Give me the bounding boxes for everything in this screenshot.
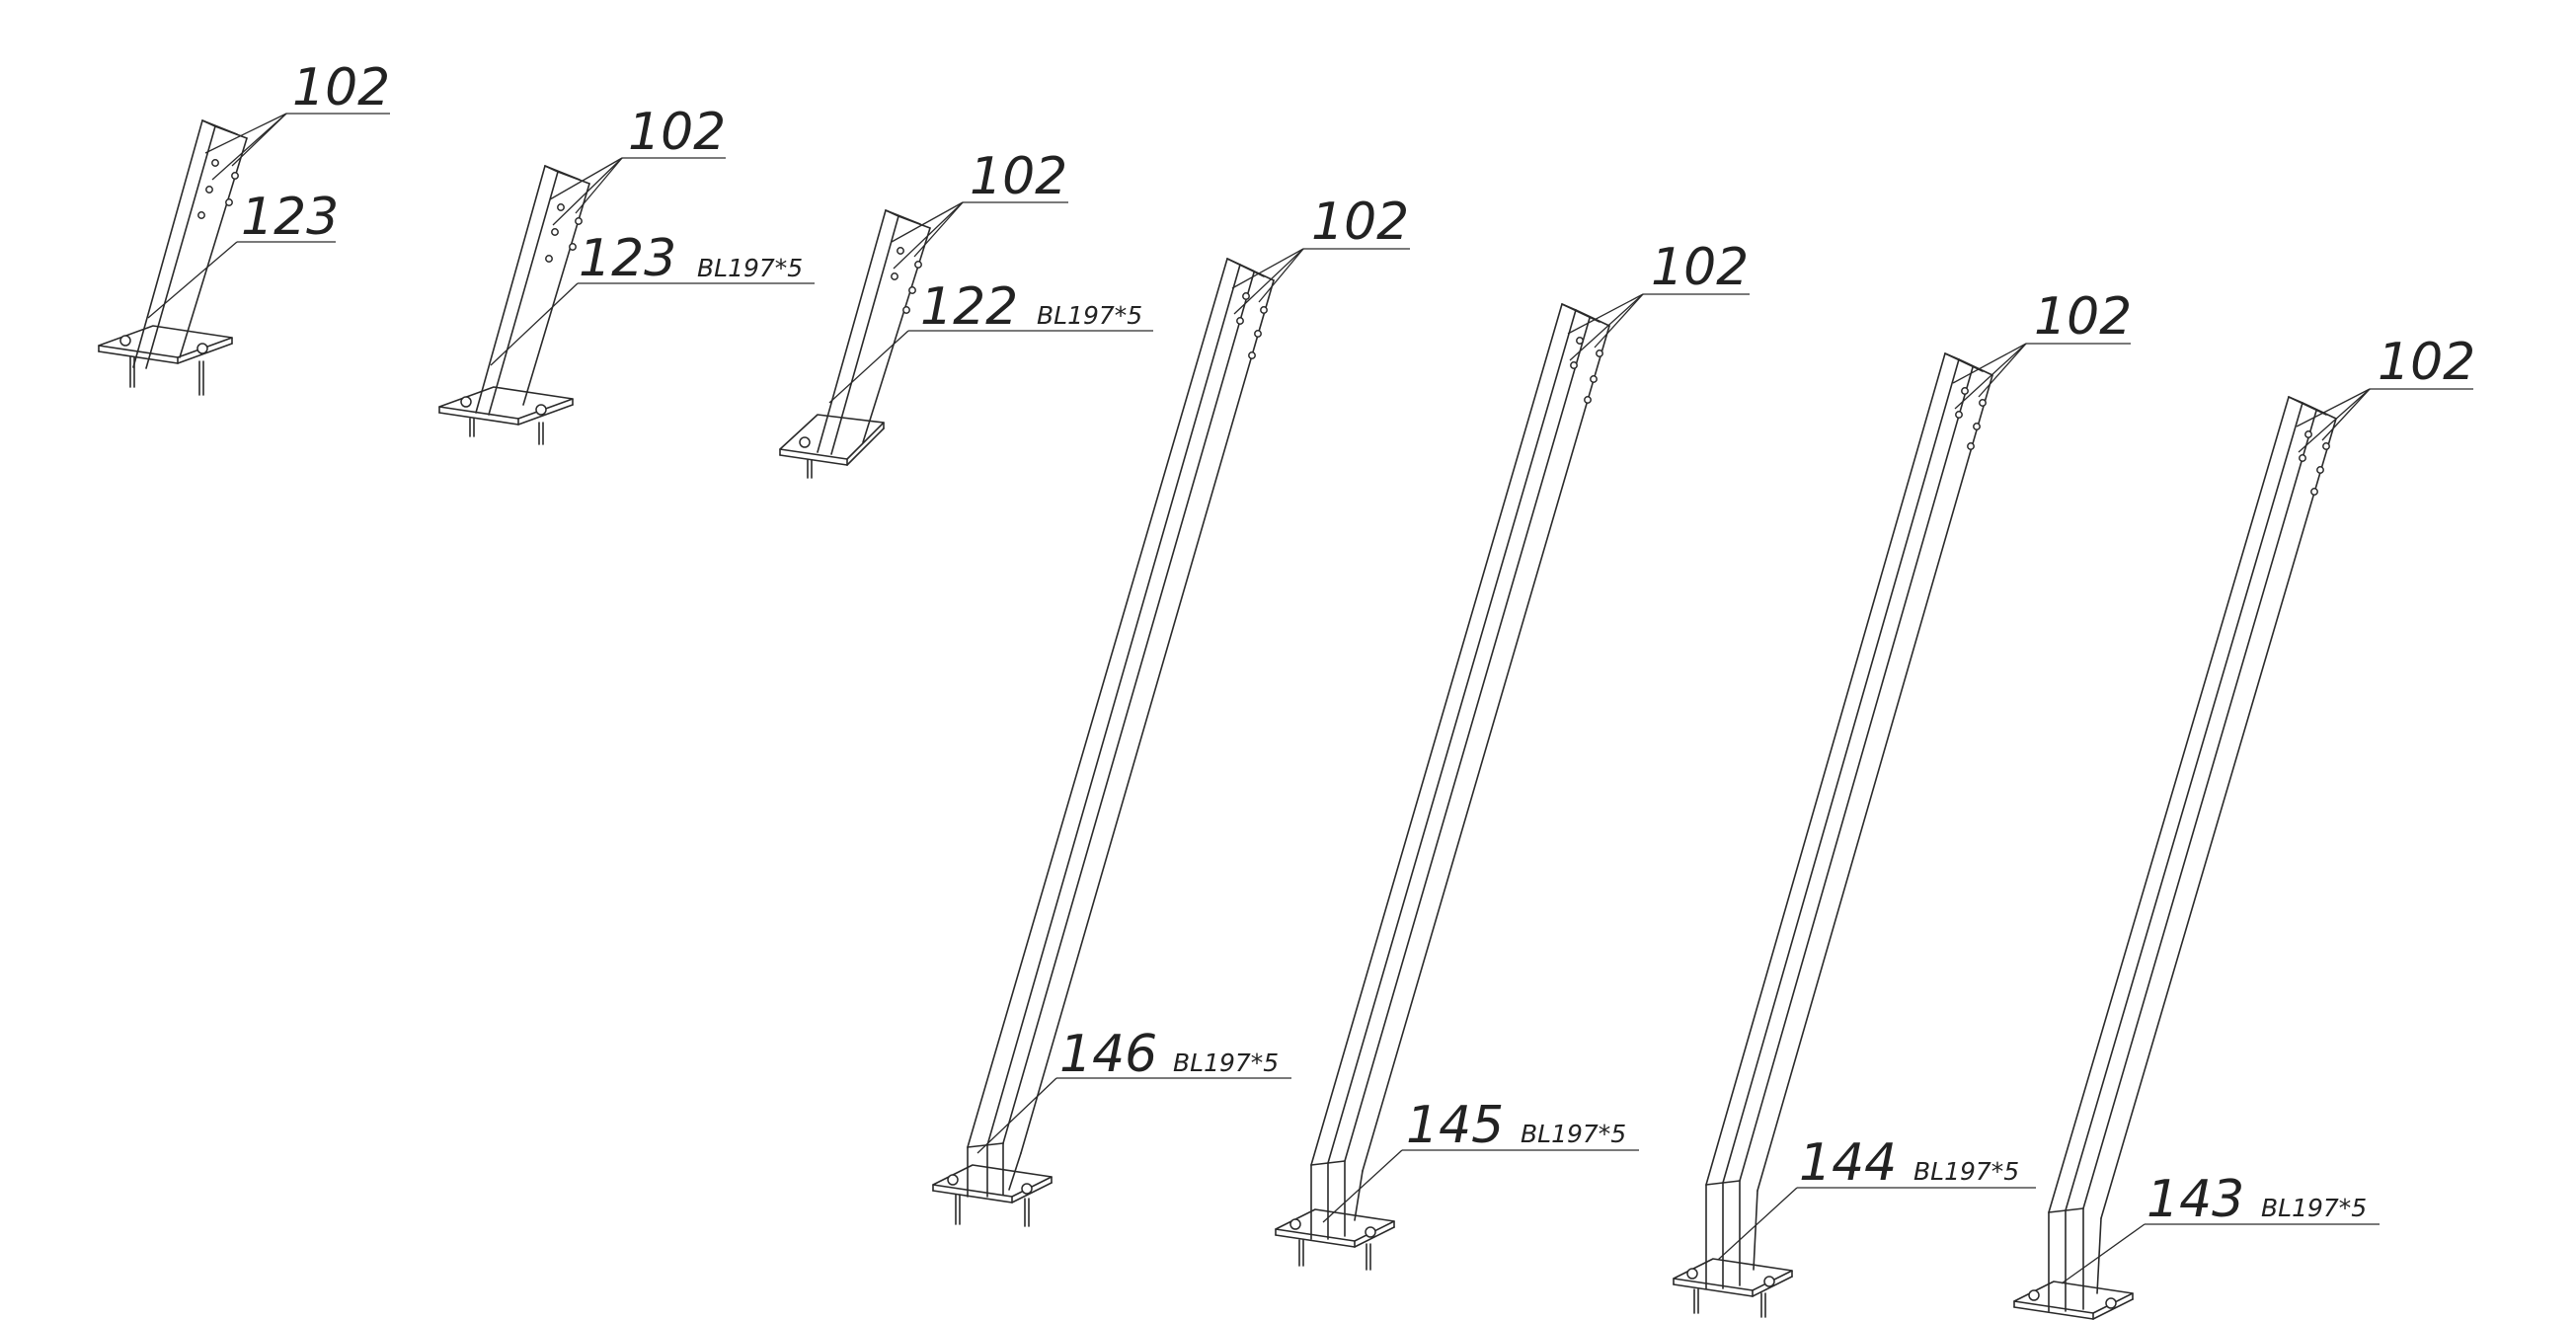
base-plate <box>438 386 574 420</box>
top-callout-label: 102 <box>1311 193 1409 252</box>
leader-lines <box>147 113 390 319</box>
bolt-hole <box>2028 1289 2040 1301</box>
bolt-marks <box>1570 337 1603 404</box>
post-shaft <box>1310 303 1610 1240</box>
bolt-hole <box>799 436 811 448</box>
bolt-marks <box>1236 292 1268 359</box>
post-shaft <box>2048 396 2337 1312</box>
top-callout-label: 102 <box>1651 238 1749 297</box>
part-number-label: 145 <box>1406 1096 1504 1155</box>
bolt-hole <box>1686 1268 1698 1280</box>
bolt-hole <box>947 1174 959 1186</box>
section-spec-label: BL197*5 <box>1913 1157 2019 1186</box>
bolt-hole <box>196 343 208 354</box>
top-callout-label: 102 <box>970 147 1067 206</box>
bolt-hole <box>1365 1226 1376 1238</box>
section-spec-label: BL197*5 <box>2261 1194 2367 1222</box>
bolt-marks <box>545 203 583 263</box>
base-plate <box>98 325 233 358</box>
leader-lines <box>976 248 1410 1154</box>
bolt-hole <box>2105 1297 2117 1309</box>
part-number-label: 144 <box>1799 1133 1897 1193</box>
bolt-hole <box>535 404 547 416</box>
post-5: 102 145 BL197*5 <box>1275 238 1750 1271</box>
part-number-label: 146 <box>1059 1025 1157 1084</box>
post-3: 102 122 BL197*5 <box>779 147 1153 479</box>
bolt-marks <box>891 247 922 314</box>
part-number-label: 143 <box>2147 1170 2244 1229</box>
section-spec-label: BL197*5 <box>697 254 803 282</box>
top-callout-label: 102 <box>2378 333 2475 392</box>
section-spec-label: BL197*5 <box>1173 1048 1279 1077</box>
bolt-marks <box>1955 387 1987 450</box>
bolt-hole <box>1763 1276 1775 1287</box>
bolt-marks <box>2299 430 2330 496</box>
post-6: 102 144 BL197*5 <box>1673 287 2132 1318</box>
top-callout-label: 102 <box>292 58 390 117</box>
bolt-marks <box>197 159 239 219</box>
post-2: 102 123 BL197*5 <box>438 103 815 445</box>
post-shaft <box>475 165 590 416</box>
leader-lines <box>490 157 815 366</box>
top-callout-label: 102 <box>628 103 726 162</box>
top-callout-label: 102 <box>2034 287 2132 347</box>
post-shaft <box>1705 352 1993 1289</box>
bolt-hole <box>1289 1218 1301 1230</box>
post-shaft <box>967 258 1275 1198</box>
part-number-label: 123 <box>579 229 676 288</box>
part-number-label: 123 <box>241 188 339 247</box>
leader-lines <box>1322 293 1750 1223</box>
leader-lines <box>1717 343 2131 1261</box>
post-1: 102 123 <box>98 58 390 396</box>
post-4: 102 146 BL197*5 <box>932 193 1410 1227</box>
section-spec-label: BL197*5 <box>1037 301 1142 330</box>
leader-lines <box>828 201 1153 404</box>
bolt-hole <box>119 335 131 347</box>
part-number-label: 122 <box>920 277 1018 337</box>
bolt-hole <box>460 396 472 408</box>
bolt-hole <box>1021 1183 1033 1195</box>
post-7: 102 143 BL197*5 <box>2013 333 2475 1320</box>
section-spec-label: BL197*5 <box>1521 1120 1626 1148</box>
leader-lines <box>2061 388 2473 1284</box>
